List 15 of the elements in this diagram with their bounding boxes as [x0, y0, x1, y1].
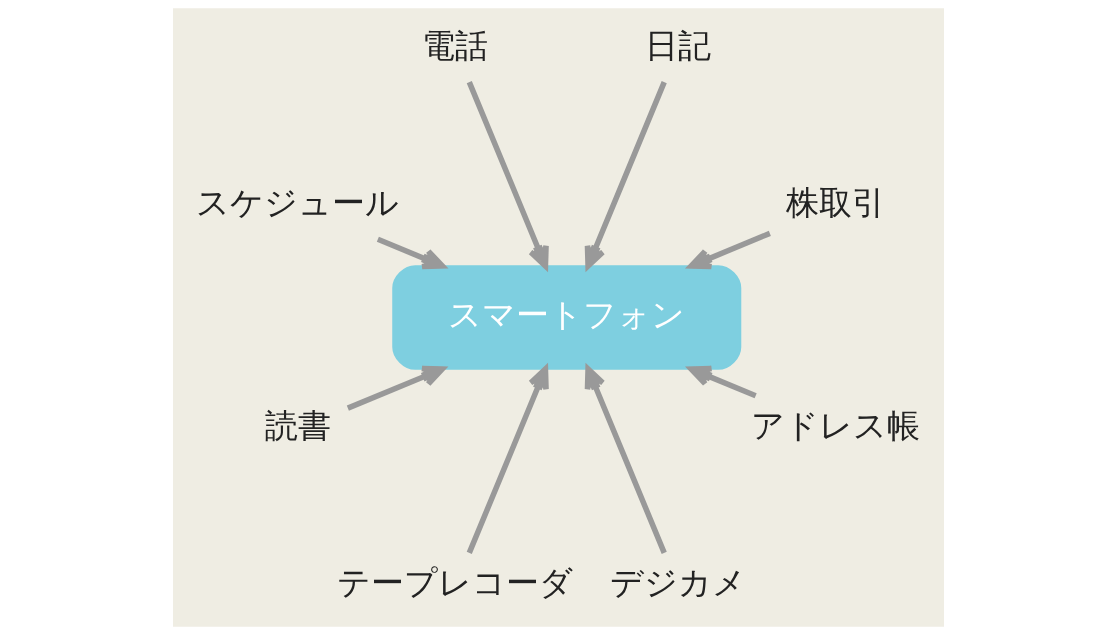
node-text: 電話: [421, 25, 488, 65]
arrow: [687, 365, 757, 399]
node-text: テープレコーダ: [336, 563, 573, 603]
node-box: スマートフォン: [391, 265, 741, 370]
arrow: [466, 81, 549, 269]
node-text: 株取引: [785, 183, 885, 223]
node-text: デジカメ: [609, 563, 746, 603]
node-text: 日記: [644, 25, 711, 65]
arrow: [584, 366, 667, 554]
arrow: [584, 81, 667, 269]
node-text: スケジュール: [195, 183, 399, 223]
arrow: [687, 230, 771, 270]
node-text: 読書: [264, 405, 331, 445]
arrow: [466, 366, 549, 554]
node-text: アドレス帳: [750, 405, 920, 445]
